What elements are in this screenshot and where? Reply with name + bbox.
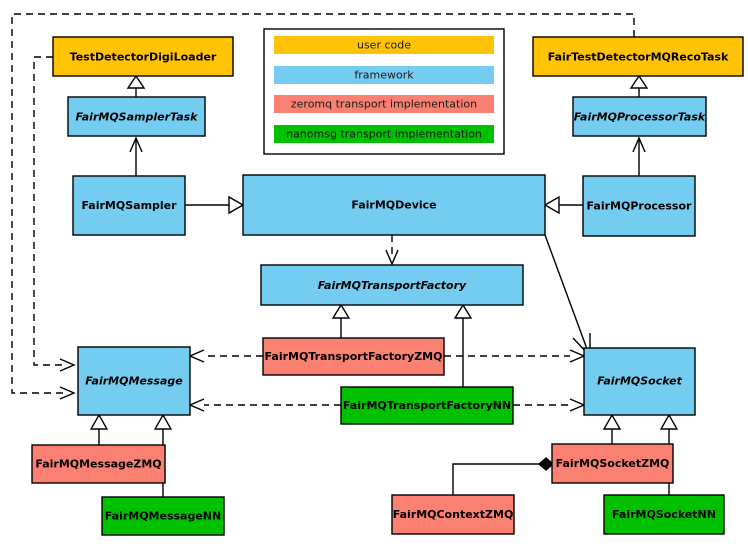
node-fairmqtransportfactorynn[interactable]: FairMQTransportFactoryNN — [340, 386, 514, 425]
node-fairmqtransportfactoryzmq[interactable]: FairMQTransportFactoryZMQ — [262, 337, 445, 376]
node-fairmqdevice[interactable]: FairMQDevice — [242, 174, 546, 236]
node-fairmqtransportfactorynn-rect[interactable] — [340, 386, 514, 425]
node-fairmqmessagezmq-rect[interactable] — [31, 444, 166, 484]
node-fairmqsamplertask-label: FairMQSamplerTask — [76, 111, 199, 124]
legend-item-zeromq: zeromq transport implementation — [274, 95, 494, 113]
legend-item-user-code: user code — [274, 36, 494, 54]
node-fairtestdetectormqrecotask-rect[interactable] — [532, 36, 744, 77]
node-fairmqmessagezmq-label: FairMQMessageZMQ — [35, 458, 161, 471]
edge-processor-to-processortask-arrowhead — [632, 136, 646, 153]
node-fairmqsocket-label: FairMQSocket — [597, 375, 683, 388]
node-fairmqmessagezmq[interactable]: FairMQMessageZMQ — [31, 444, 166, 484]
node-fairmqtransportfactory-label: FairMQTransportFactory — [318, 279, 467, 292]
node-fairmqsocketnn[interactable]: FairMQSocketNN — [603, 494, 725, 535]
node-fairmqsampler-label: FairMQSampler — [81, 199, 177, 212]
node-testdetectordigiloader-rect[interactable] — [52, 36, 234, 77]
node-fairmqcontextzmq-rect[interactable] — [391, 494, 515, 535]
legend-label-framework: framework — [354, 69, 414, 82]
node-fairmqmessagenn-rect[interactable] — [101, 496, 225, 536]
node-fairmqsocketzmq-label: FairMQSocketZMQ — [556, 457, 670, 470]
node-fairmqprocessortask-label: FairMQProcessorTask — [574, 111, 706, 124]
node-fairmqmessage-rect[interactable] — [77, 346, 191, 416]
edge-messagezmq-to-message-arrowhead — [89, 413, 109, 430]
legend-label-user-code: user code — [357, 39, 411, 52]
edge-sampler-to-samplertask-arrowhead — [129, 136, 143, 153]
edge-socketnn-to-socket-arrowhead — [659, 413, 679, 430]
node-fairmqcontextzmq[interactable]: FairMQContextZMQ — [391, 494, 515, 535]
node-fairmqmessage[interactable]: FairMQMessage — [77, 346, 191, 416]
node-fairmqtransportfactoryzmq-rect[interactable] — [262, 337, 445, 376]
node-fairmqmessagenn-label: FairMQMessageNN — [105, 510, 221, 523]
node-fairmqprocessor[interactable]: FairMQProcessor — [582, 175, 696, 237]
node-fairmqprocessortask[interactable]: FairMQProcessorTask — [572, 96, 707, 137]
node-fairmqsocket[interactable]: FairMQSocket — [583, 347, 696, 416]
node-fairmqsamplertask-rect[interactable] — [67, 96, 206, 137]
edge-sampler-to-device-arrowhead — [228, 195, 245, 215]
edge-device-to-transportfactory-arrowhead — [385, 249, 399, 266]
node-fairmqmessagenn[interactable]: FairMQMessageNN — [101, 496, 225, 536]
node-testdetectordigiloader-label: TestDetectorDigiLoader — [70, 51, 217, 64]
node-fairmqdevice-rect[interactable] — [242, 174, 546, 236]
node-fairmqtransportfactoryzmq-label: FairMQTransportFactoryZMQ — [265, 350, 443, 363]
legend-label-zeromq: zeromq transport implementation — [291, 98, 477, 111]
edge-messagenn-to-message-arrowhead — [153, 413, 173, 430]
node-fairmqprocessor-label: FairMQProcessor — [587, 200, 692, 213]
node-fairmqprocessor-rect[interactable] — [582, 175, 696, 237]
edge-recotask-to-message — [11, 13, 635, 394]
node-fairmqsampler[interactable]: FairMQSampler — [72, 175, 186, 236]
node-testdetectordigiloader[interactable]: TestDetectorDigiLoader — [52, 36, 234, 77]
node-fairmqmessage-label: FairMQMessage — [85, 375, 183, 388]
legend-label-nanomsg: nanomsg transport implementation — [286, 128, 482, 141]
edge-contextzmq-to-socketzmq — [452, 463, 539, 495]
edge-digiloader-to-message — [33, 56, 64, 366]
class-nodes: TestDetectorDigiLoader FairMQSamplerTask… — [31, 36, 744, 536]
node-fairmqprocessortask-rect[interactable] — [572, 96, 707, 137]
node-fairmqtransportfactorynn-label: FairMQTransportFactoryNN — [343, 399, 511, 412]
legend-item-framework: framework — [274, 66, 494, 84]
legend-swatch-nanomsg — [274, 125, 494, 143]
node-fairmqsamplertask[interactable]: FairMQSamplerTask — [67, 96, 206, 137]
legend-swatch-user-code — [274, 36, 494, 54]
edge-samplertask-to-digiloader-arrowhead — [126, 74, 146, 89]
edge-digiloader-to-message-arrowhead — [59, 358, 76, 372]
node-fairmqsocketzmq[interactable]: FairMQSocketZMQ — [551, 443, 674, 484]
edge-processor-to-device-arrowhead — [543, 195, 560, 215]
edge-processortask-to-recotask-arrowhead — [629, 74, 649, 89]
node-fairmqsocketnn-label: FairMQSocketNN — [612, 508, 716, 521]
node-fairmqsocket-rect[interactable] — [583, 347, 696, 416]
legend-item-nanomsg: nanomsg transport implementation — [274, 125, 494, 143]
legend-swatch-zeromq — [274, 95, 494, 113]
legend-swatch-framework — [274, 66, 494, 84]
edge-recotask-to-message-arrowhead — [59, 386, 76, 400]
node-fairmqtransportfactory-rect[interactable] — [260, 264, 524, 306]
edge-device-to-socket — [544, 234, 588, 350]
node-fairmqtransportfactory[interactable]: FairMQTransportFactory — [260, 264, 524, 306]
node-fairtestdetectormqrecotask-label: FairTestDetectorMQRecoTask — [548, 51, 729, 64]
node-fairmqcontextzmq-label: FairMQContextZMQ — [393, 508, 514, 521]
node-fairmqsampler-rect[interactable] — [72, 175, 186, 236]
node-fairtestdetectormqrecotask[interactable]: FairTestDetectorMQRecoTask — [532, 36, 744, 77]
node-fairmqsocketzmq-rect[interactable] — [551, 443, 674, 484]
edge-socketzmq-to-socket-arrowhead — [602, 413, 622, 430]
legend: user code framework zeromq transport imp… — [263, 28, 505, 155]
node-fairmqdevice-label: FairMQDevice — [351, 199, 436, 212]
edge-tfnn-to-tf-arrowhead — [453, 303, 473, 319]
edge-tfzmq-to-tf-arrowhead — [331, 303, 351, 319]
node-fairmqsocketnn-rect[interactable] — [603, 494, 725, 535]
